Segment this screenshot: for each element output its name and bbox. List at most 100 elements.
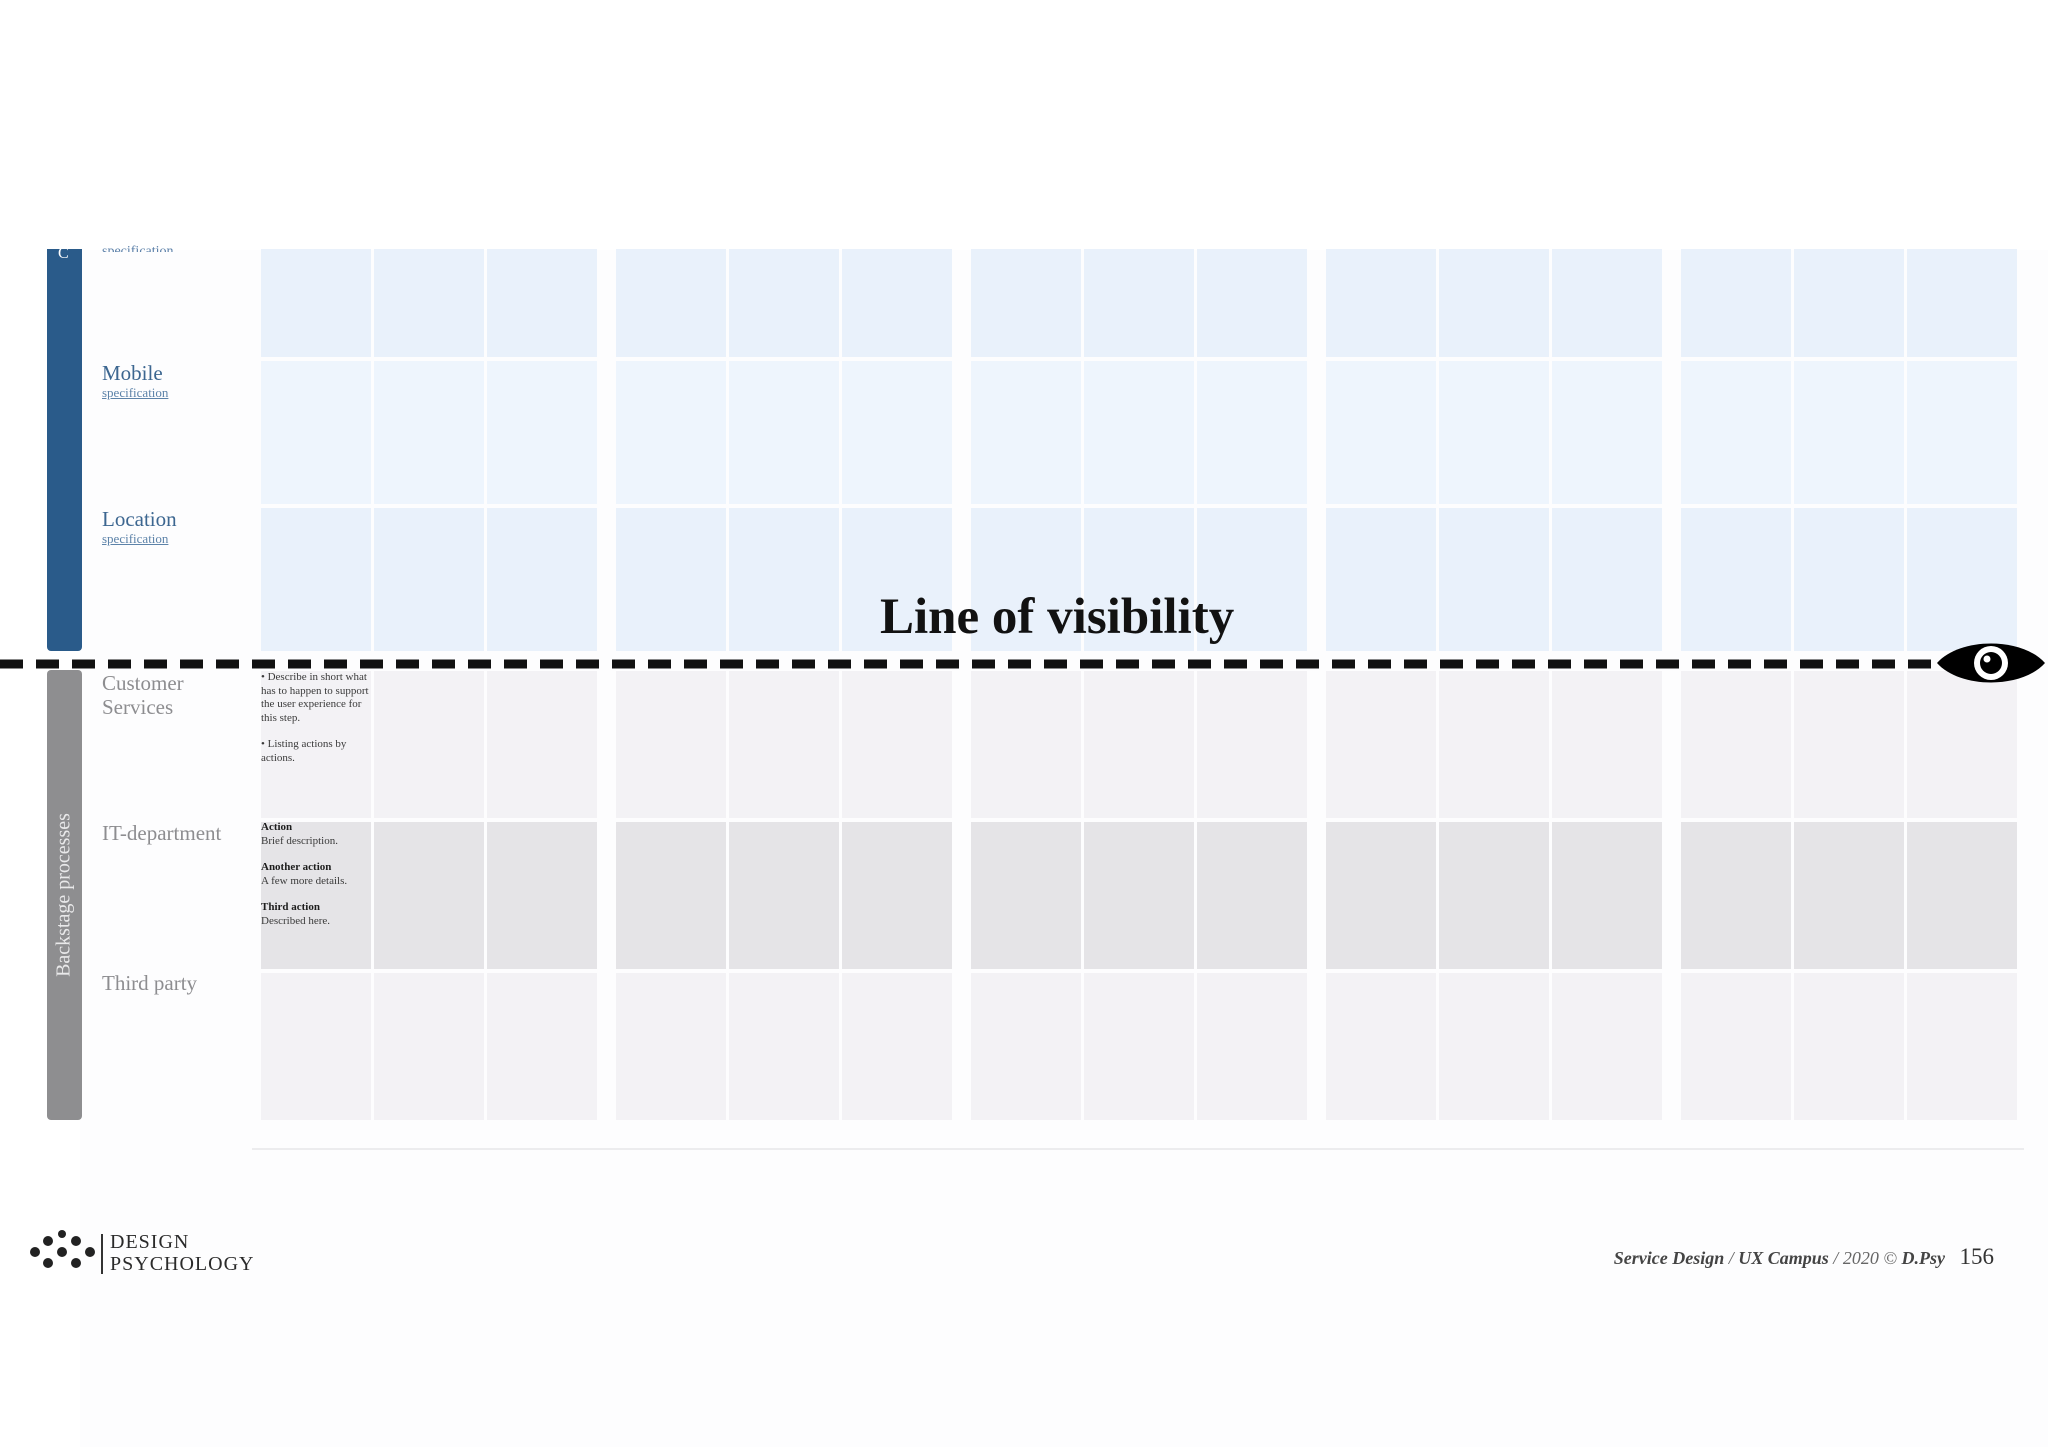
cell-location xyxy=(1681,508,1791,651)
cell-frontstage-top xyxy=(1197,249,1307,357)
row-name: Mobile xyxy=(102,361,163,385)
cell-customer-services xyxy=(1084,671,1194,818)
dots-logo-icon xyxy=(30,1230,95,1268)
cell-frontstage-top xyxy=(1084,249,1194,357)
cell-third-party xyxy=(971,973,1081,1120)
row-label-mobile: Mobile specification xyxy=(102,361,168,401)
cell-mobile xyxy=(729,361,839,504)
cell-location xyxy=(261,508,371,651)
row-spec-link: specification xyxy=(102,385,169,400)
footer-campus: UX Campus xyxy=(1738,1248,1829,1268)
cell-location xyxy=(729,508,839,651)
row-name: Third party xyxy=(102,971,198,995)
cell-frontstage-top xyxy=(1439,249,1549,357)
cell-location xyxy=(1552,508,1662,651)
row-label-customer-services: Customer Services xyxy=(102,671,252,719)
cell-customer-services xyxy=(1794,671,1904,818)
cell-mobile xyxy=(1794,361,1904,504)
frontstage-group-label-cut: C xyxy=(58,248,69,260)
cell-location xyxy=(1197,508,1307,651)
cell-frontstage-top xyxy=(971,249,1081,357)
cell-location xyxy=(616,508,726,651)
footer-course: Service Design xyxy=(1613,1248,1725,1268)
cell-third-party xyxy=(487,973,597,1120)
cell-it-department xyxy=(1794,822,1904,969)
action-title: Third action xyxy=(261,901,320,913)
backstage-group-label: Backstage processes xyxy=(52,813,75,977)
cell-mobile xyxy=(1326,361,1436,504)
eye-icon xyxy=(1937,643,2045,683)
cell-customer-services xyxy=(1681,671,1791,818)
cell-it-department xyxy=(616,822,726,969)
cell-it-department xyxy=(1552,822,1662,969)
backstage-group-bar xyxy=(47,670,82,1120)
line-of-visibility-title: Line of visibility xyxy=(880,589,1235,645)
cell-third-party xyxy=(1084,973,1194,1120)
cell-location xyxy=(971,508,1081,651)
cell-it-department xyxy=(261,822,371,969)
cell-it-department xyxy=(1907,822,2017,969)
cell-frontstage-top xyxy=(616,249,726,357)
cell-customer-services xyxy=(1197,671,1307,818)
page-number: 156 xyxy=(1959,1244,1995,1269)
cell-mobile xyxy=(971,361,1081,504)
cell-location xyxy=(842,508,952,651)
cell-mobile xyxy=(1681,361,1791,504)
customer-services-note: • Describe in short what has to happen t… xyxy=(261,671,373,778)
cell-mobile xyxy=(261,361,371,504)
cell-it-department xyxy=(971,822,1081,969)
row-label-it-department: IT-department xyxy=(102,821,252,845)
cell-mobile xyxy=(1552,361,1662,504)
note-bullet: • Describe in short what has to happen t… xyxy=(261,671,369,724)
cell-frontstage-top xyxy=(842,249,952,357)
cell-customer-services xyxy=(842,671,952,818)
logo-separator xyxy=(101,1234,103,1274)
cell-third-party xyxy=(842,973,952,1120)
cell-customer-services xyxy=(1326,671,1436,818)
cell-mobile xyxy=(1197,361,1307,504)
cell-third-party xyxy=(1326,973,1436,1120)
cell-location xyxy=(1084,508,1194,651)
cut-specification-label: specification xyxy=(102,244,174,252)
cell-customer-services xyxy=(1552,671,1662,818)
cell-it-department xyxy=(842,822,952,969)
action-desc: Described here. xyxy=(261,914,331,927)
cell-mobile xyxy=(487,361,597,504)
cell-it-department xyxy=(1326,822,1436,969)
cell-third-party xyxy=(374,973,484,1120)
cell-mobile xyxy=(1907,361,2017,504)
cell-it-department xyxy=(487,822,597,969)
cell-it-department xyxy=(374,822,484,969)
cell-it-department xyxy=(1084,822,1194,969)
footer-author: D.Psy xyxy=(1901,1248,1946,1268)
cell-mobile xyxy=(374,361,484,504)
cell-customer-services xyxy=(729,671,839,818)
cell-frontstage-top xyxy=(487,249,597,357)
cell-location xyxy=(1439,508,1549,651)
action-desc: A few more details. xyxy=(261,874,348,887)
cell-location xyxy=(374,508,484,651)
cell-mobile xyxy=(842,361,952,504)
cell-frontstage-top xyxy=(1794,249,1904,357)
bottom-divider xyxy=(252,1148,2024,1150)
cell-frontstage-top xyxy=(1681,249,1791,357)
cell-third-party xyxy=(1794,973,1904,1120)
cell-third-party xyxy=(1907,973,2017,1120)
cell-third-party xyxy=(1439,973,1549,1120)
line-of-visibility xyxy=(0,659,1945,669)
frontstage-group-bar xyxy=(47,249,82,651)
cell-third-party xyxy=(729,973,839,1120)
cell-customer-services xyxy=(1439,671,1549,818)
row-label-location: Location specification xyxy=(102,507,177,547)
cell-frontstage-top xyxy=(1326,249,1436,357)
row-name: Location xyxy=(102,507,177,531)
footer-sep: / xyxy=(1728,1248,1734,1268)
cell-third-party xyxy=(1552,973,1662,1120)
cell-it-department xyxy=(1681,822,1791,969)
logo-wordmark: DESIGN PSYCHOLOGY xyxy=(110,1231,254,1275)
cell-third-party xyxy=(261,973,371,1120)
cell-frontstage-top xyxy=(374,249,484,357)
cell-mobile xyxy=(1439,361,1549,504)
